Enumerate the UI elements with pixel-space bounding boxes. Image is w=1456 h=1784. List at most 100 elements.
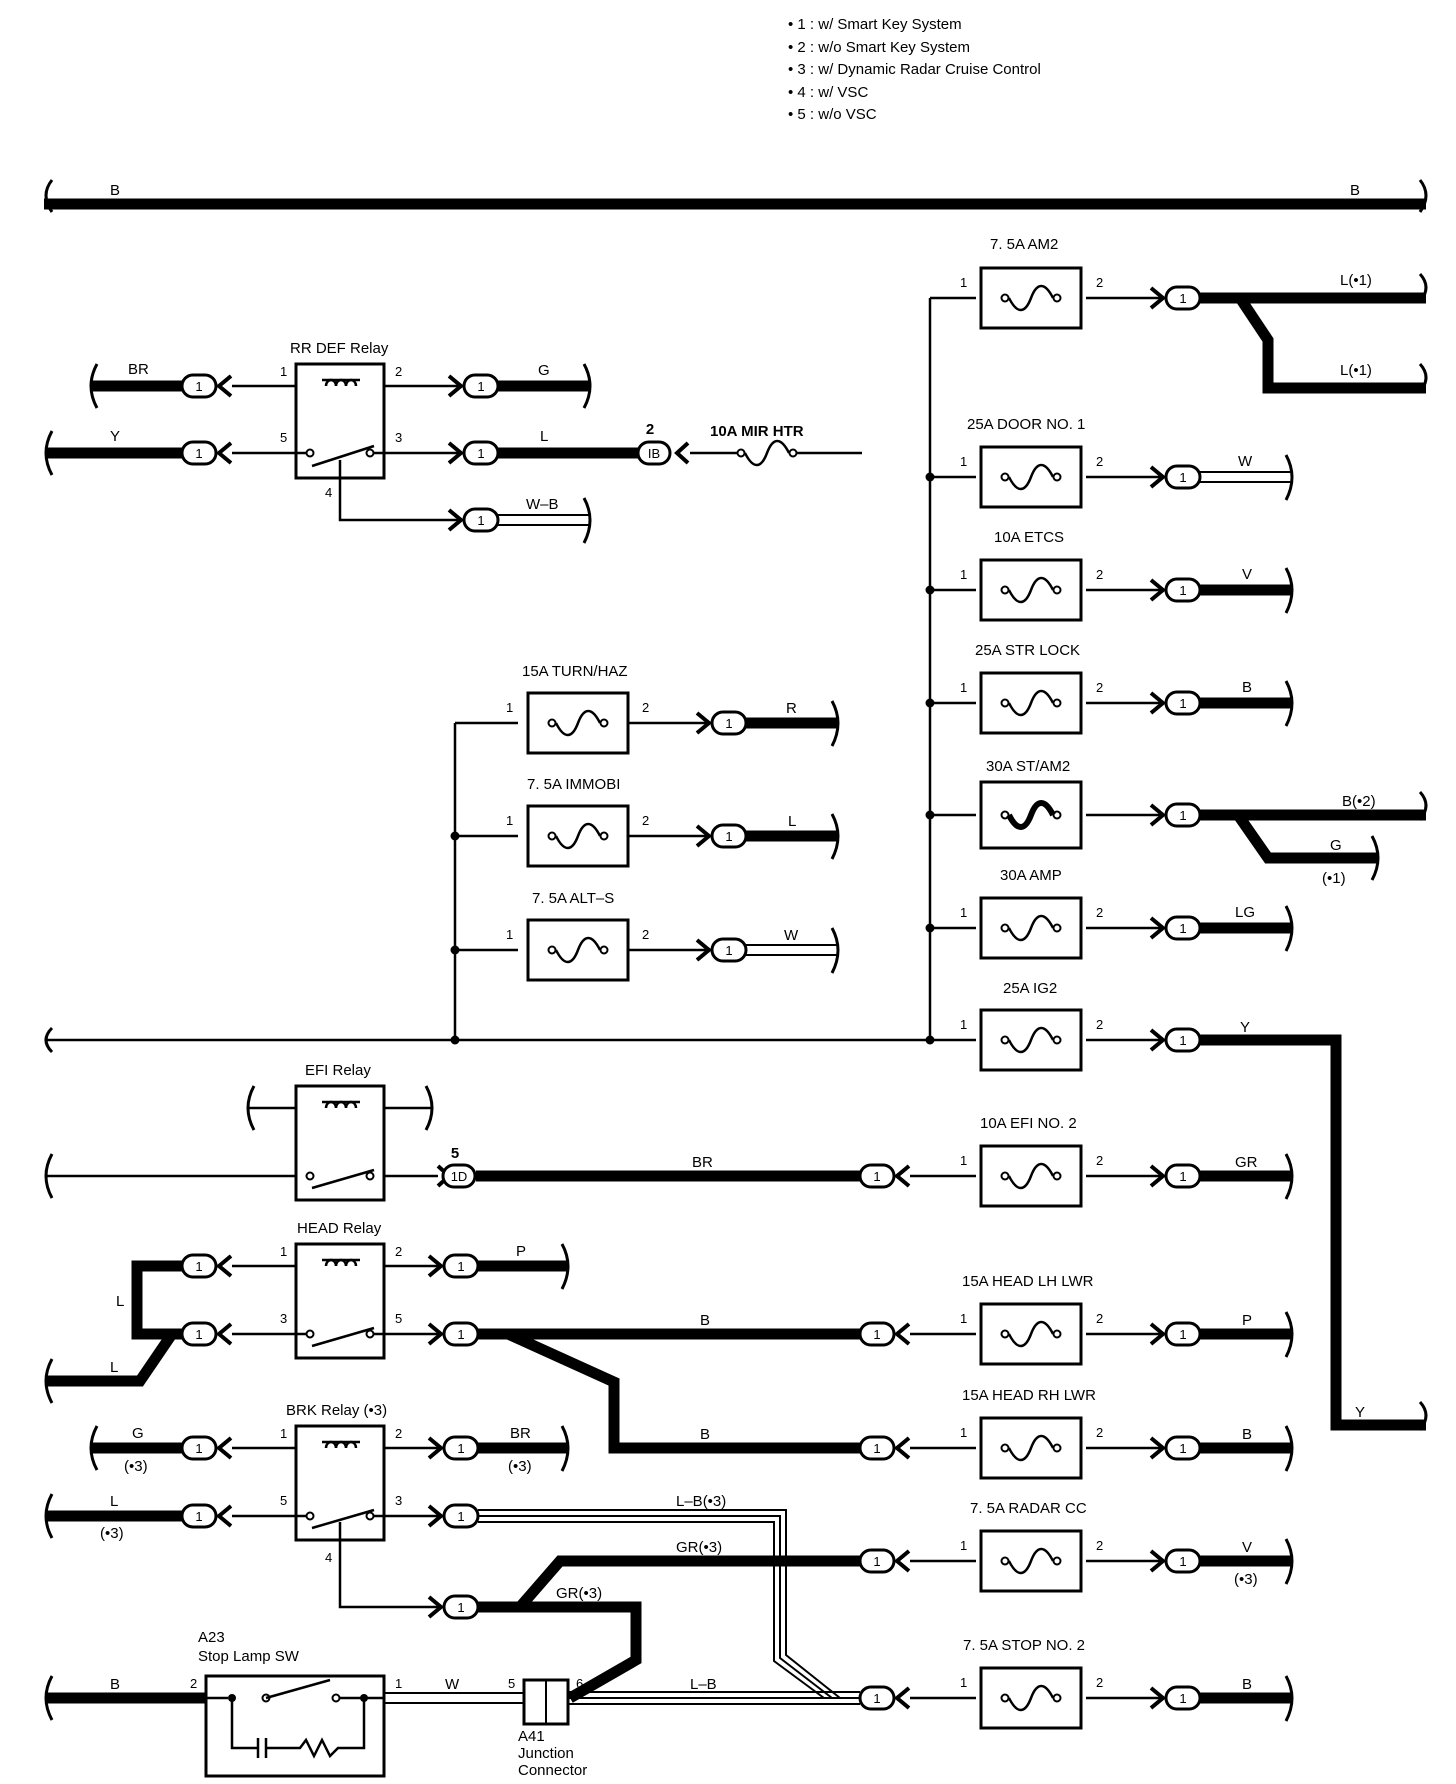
wire-label: Y [1240,1019,1250,1036]
connector-label: 1 [195,1259,202,1274]
junction-connector-a41: W 5 6 A41 Junction Connector L–B [384,1676,860,1779]
connector-label: 1 [873,1441,880,1456]
connector-label: 1 [725,943,732,958]
wire-label: B [700,1426,710,1443]
pin-label: 5 [280,1493,287,1508]
connector-label: 1 [1179,1327,1186,1342]
efi-relay: EFI Relay [246,1062,434,1202]
wire-label: LG [1235,904,1255,921]
pin-label: 2 [395,1244,402,1259]
wire-label: P [516,1243,526,1260]
fuse-label: 7. 5A RADAR CC [970,1500,1087,1517]
junction-1d: 1D [451,1169,468,1184]
fuse-radar-cc: 7. 5A RADAR CC 1 2 1 1 V (•3) [790,1500,1294,1593]
pin-label: 2 [1096,1425,1103,1440]
fuse-etcs: 10A ETCS 1 2 1 V [925,529,1294,622]
relay-title: RR DEF Relay [290,340,389,357]
fuse-label: 30A ST/AM2 [986,758,1070,775]
pin-label: 1 [960,275,967,290]
pin-label: 2 [1096,1017,1103,1032]
pin-label: 1 [506,927,513,942]
bus-b: B B [44,179,1428,213]
connector-label: 1 [457,1441,464,1456]
connector-label: 1 [195,379,202,394]
connector-label: 1 [457,1327,464,1342]
pin-label: 1 [280,364,287,379]
connector-label: 1 [873,1169,880,1184]
relay-title: BRK Relay (•3) [286,1402,387,1419]
wire-label: P [1242,1312,1252,1329]
legend-item: • 4 : w/ VSC [788,84,868,101]
connector-label: 1 [873,1327,880,1342]
connector-label: 1 [457,1600,464,1615]
connector-label: 1 [1179,921,1186,936]
connector-label: 1 [195,1509,202,1524]
connector-code: A41 [518,1728,545,1745]
wire-label: L [116,1293,124,1310]
pin-label: 2 [395,1426,402,1441]
wire-label: W [1238,453,1253,470]
junction-pin: 2 [646,421,654,438]
wire-label: L–B [690,1676,717,1693]
wire-label: G [132,1425,144,1442]
connector-label: 1 [725,716,732,731]
wire-label: B [1242,1426,1252,1443]
fuse-label: 15A TURN/HAZ [522,663,628,680]
fuse-label: 7. 5A IMMOBI [527,776,620,793]
wire-label: B [1242,1676,1252,1693]
connector-label: 1 [195,446,202,461]
pin-label: 1 [960,567,967,582]
connector-label: 1 [457,1509,464,1524]
fuse-label: 10A EFI NO. 2 [980,1115,1077,1132]
pin-label: 1 [280,1426,287,1441]
wire-label: V [1242,1539,1252,1556]
connector-label: 1 [1179,808,1186,823]
wire-label: L–B(•3) [676,1493,726,1510]
pin-label: 2 [1096,680,1103,695]
wire-note: (•3) [124,1458,148,1475]
fuse-label: 7. 5A ALT–S [532,890,614,907]
pin-label: 1 [960,1311,967,1326]
connector-label: 1 [873,1691,880,1706]
pin-label: 5 [395,1311,402,1326]
fuse-str-lock: 25A STR LOCK 1 2 1 B [925,642,1294,735]
wire-label: B [700,1312,710,1329]
wire-label: B [110,182,120,199]
pin-label: 2 [395,364,402,379]
pin-label: 1 [280,1244,287,1259]
rr-def-relay: RR DEF Relay 1 2 5 3 4 1 BR 1 G 1 Y 1 L … [44,340,862,544]
wire-label: BR [510,1425,531,1442]
pin-label: 1 [960,1017,967,1032]
fuse-ig2: 25A IG2 1 2 1 Y Y [925,980,1428,1431]
connector-label: 1 [1179,1441,1186,1456]
fuse-stop-no2: 7. 5A STOP NO. 2 1 2 1 1 B [858,1637,1294,1730]
connector-label: 1 [1179,696,1186,711]
wire-label: GR(•3) [676,1539,722,1556]
wire-label: BR [692,1154,713,1171]
fuse-head-rh: 15A HEAD RH LWR 1 2 1 1 B B [476,1328,1294,1480]
wire-label: B(•2) [1342,793,1376,810]
pin-label: 2 [642,813,649,828]
pin-label: 3 [395,430,402,445]
wire-label: GR [1235,1154,1258,1171]
legend: • 1 : w/ Smart Key System • 2 : w/o Smar… [788,16,1041,123]
fuse-label: 25A IG2 [1003,980,1057,997]
pin-label: 2 [1096,1538,1103,1553]
fuse-efi-no2: 10A EFI NO. 2 1 2 1 1 BR GR 1D 5 [44,1115,1294,1208]
fuse-label: 7. 5A STOP NO. 2 [963,1637,1085,1654]
switch-code: A23 [198,1629,225,1646]
connector-label: 1 [477,446,484,461]
wire-label: BR [128,361,149,378]
pin-label: 1 [960,454,967,469]
stop-lamp-switch: B A23 Stop Lamp SW 2 1 [44,1629,402,1778]
wire-label: B [110,1676,120,1693]
fuse-head-lh: 15A HEAD LH LWR 1 2 1 1 B P [476,1273,1294,1366]
wire-note: (•1) [1322,870,1346,887]
connector-label: 1 [1179,470,1186,485]
fuse-turn-haz: 15A TURN/HAZ 1 2 1 R [455,663,840,755]
pin-label: 4 [325,1550,332,1565]
legend-item: • 1 : w/ Smart Key System [788,16,962,33]
pin-label: 1 [960,905,967,920]
connector-label: 1 [1179,1554,1186,1569]
legend-item: • 5 : w/o VSC [788,106,877,123]
